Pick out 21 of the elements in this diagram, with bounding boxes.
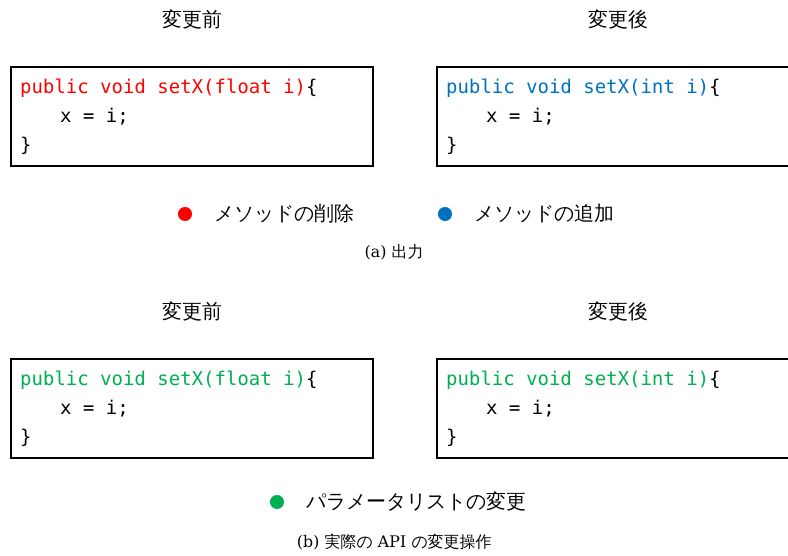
legend-label: メソッドの追加	[474, 200, 614, 227]
code-line: }	[446, 134, 458, 156]
code-line: public void setX(float i){	[20, 76, 318, 98]
code-line: x = i;	[486, 397, 555, 419]
code-line: }	[446, 426, 458, 448]
code-line: }	[20, 134, 32, 156]
caption: (a) 出力	[363, 242, 425, 263]
code-line: x = i;	[486, 105, 555, 127]
legend-label: メソッドの削除	[214, 200, 354, 227]
legend-label: パラメータリストの変更	[306, 488, 526, 515]
heading: 変更後	[587, 6, 649, 33]
heading: 変更前	[161, 6, 223, 33]
code-line: x = i;	[60, 105, 129, 127]
caption: (b) 実際の API の変更操作	[296, 532, 492, 553]
heading: 変更後	[587, 298, 649, 325]
code-line: public void setX(float i){	[20, 368, 318, 390]
code-line: public void setX(int i){	[446, 76, 721, 98]
heading: 変更前	[161, 298, 223, 325]
code-line: x = i;	[60, 397, 129, 419]
code-line: public void setX(int i){	[446, 368, 721, 390]
code-line: }	[20, 426, 32, 448]
